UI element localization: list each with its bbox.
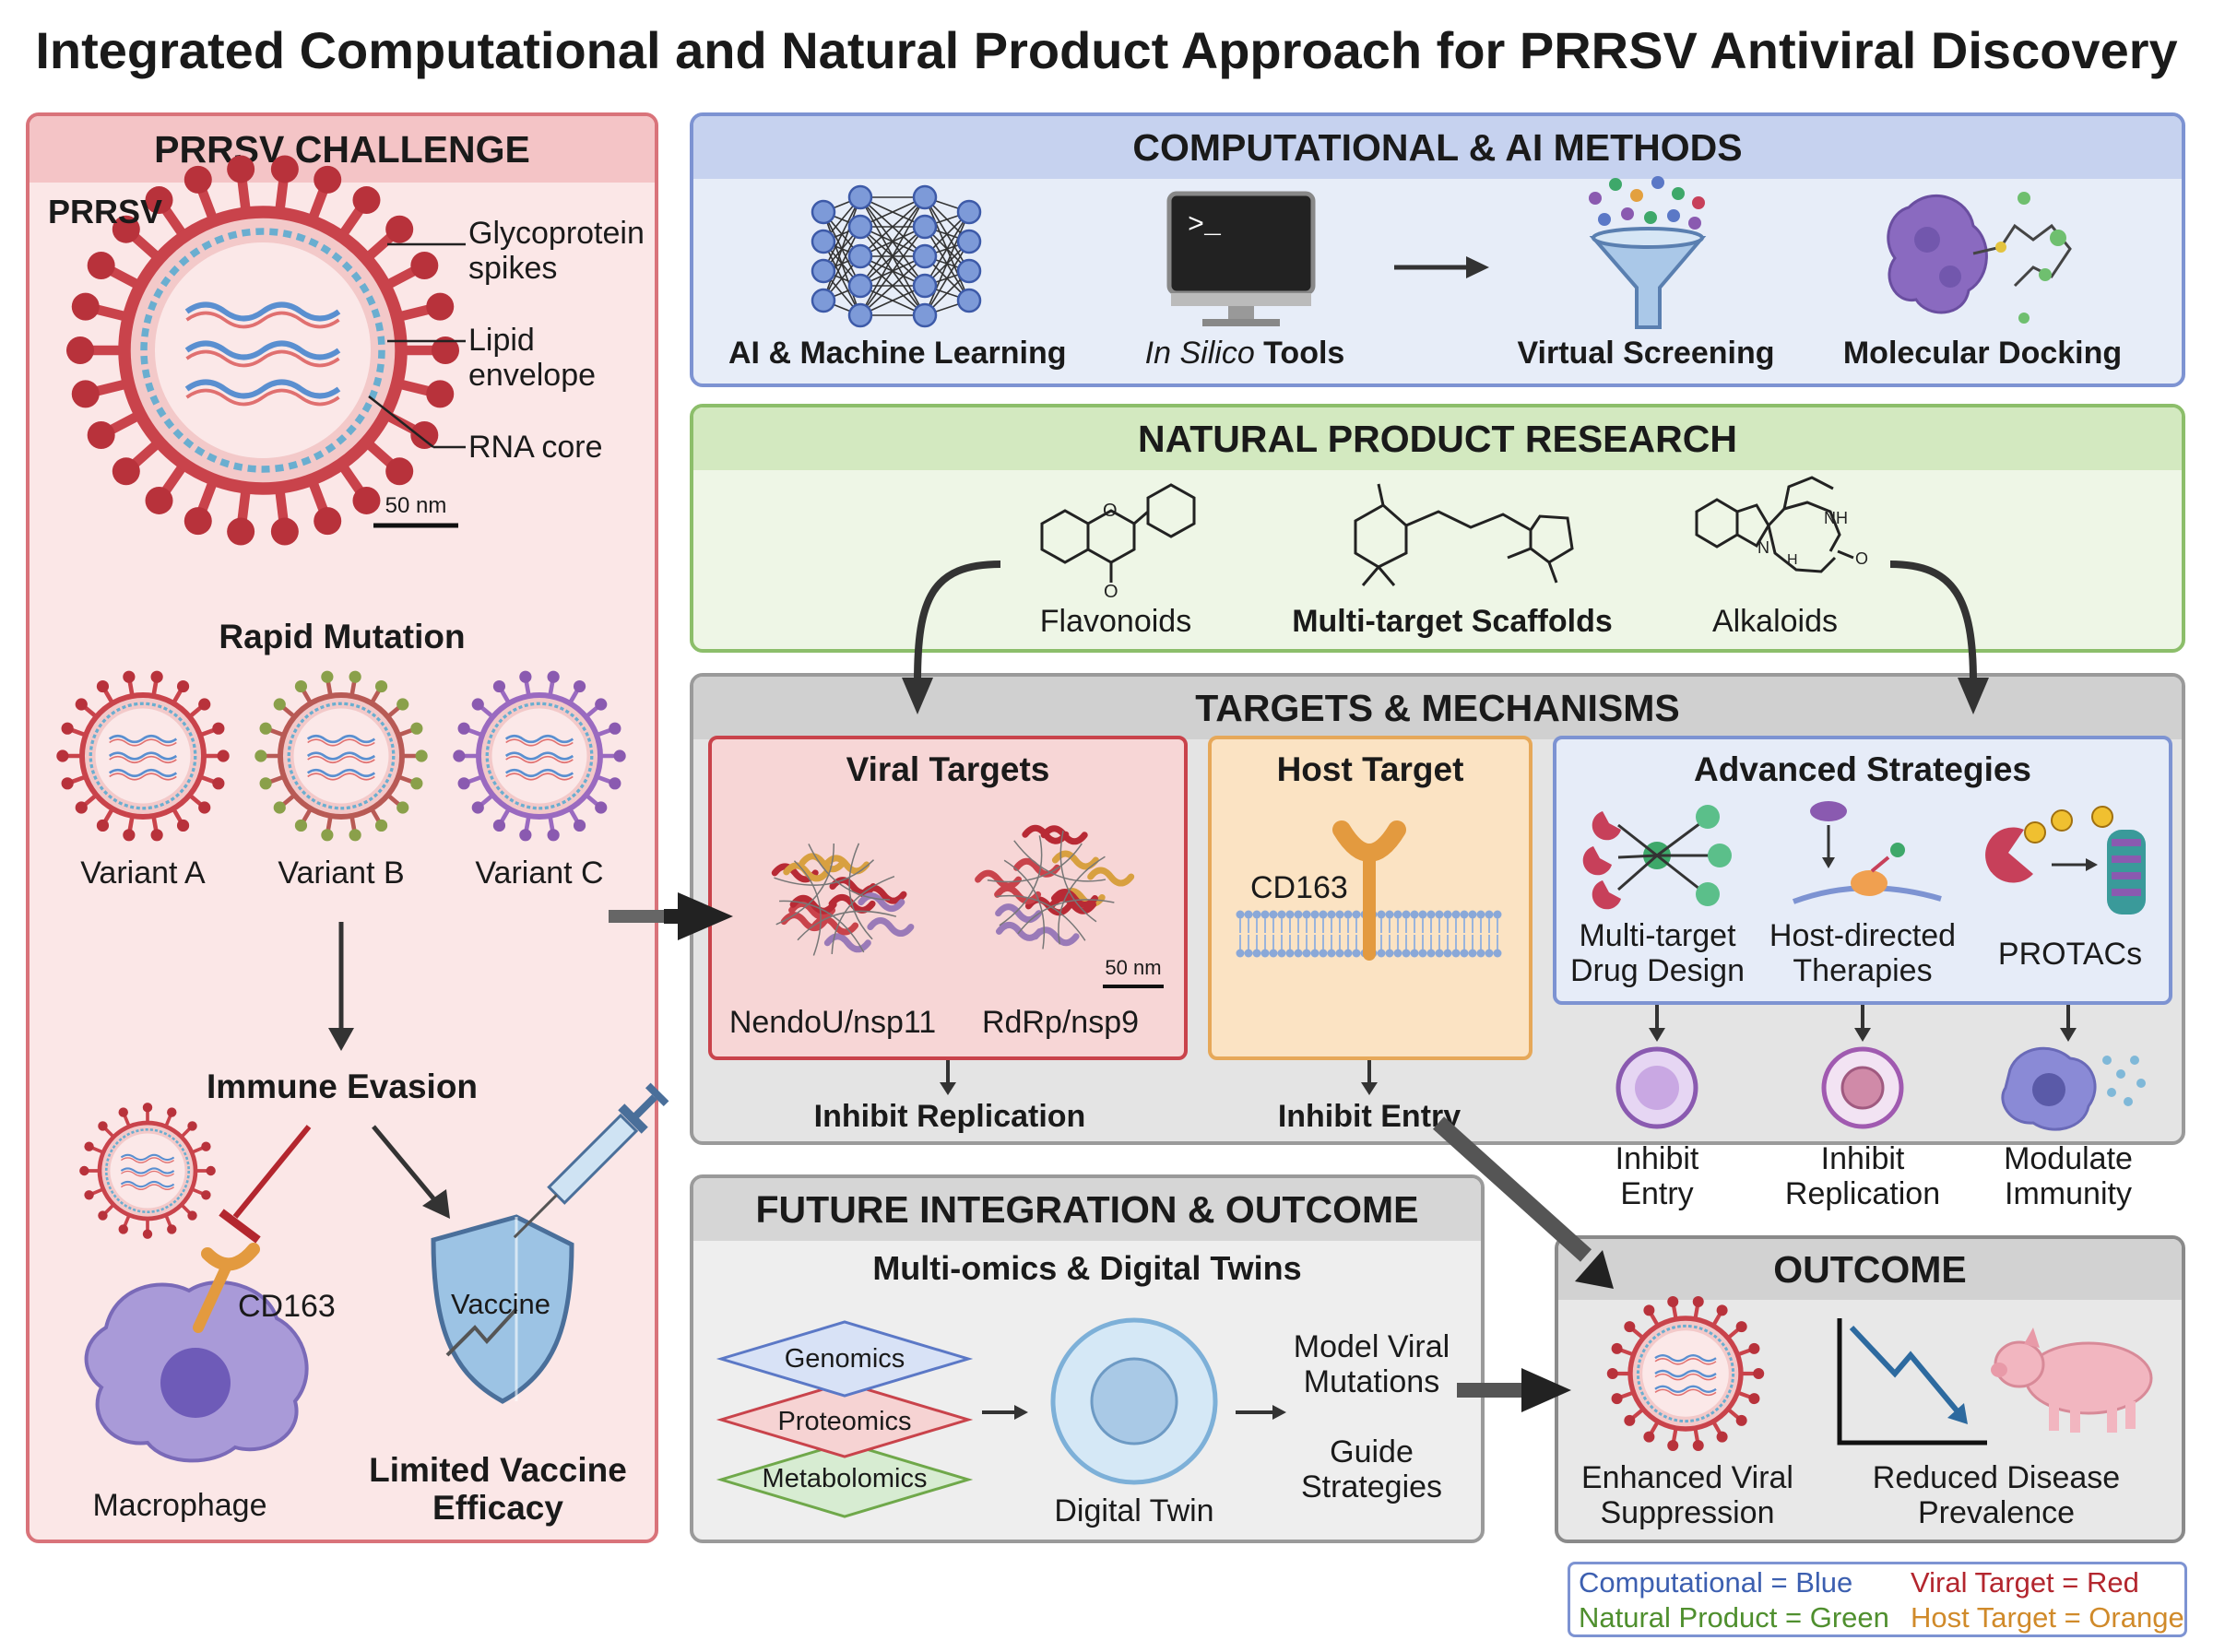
ai-ml-label: AI & Machine Learning: [728, 336, 1067, 371]
cd163-label: CD163: [238, 1289, 336, 1324]
spikes-label: Glycoprotein spikes: [468, 216, 645, 287]
tools-text: Tools: [1254, 336, 1345, 371]
targets-header: TARGETS & MECHANISMS: [693, 677, 2182, 739]
cd163-receptor-label: CD163: [1250, 870, 1348, 905]
in-silico-italic: In Silico: [1144, 336, 1255, 371]
legend-host: Host Target = Orange: [1911, 1601, 2184, 1634]
rapid-mutation-title: Rapid Mutation: [219, 618, 466, 655]
envelope-label: Lipid envelope: [468, 323, 597, 394]
variant-b-label: Variant B: [278, 856, 405, 891]
host-target-title: Host Target: [1276, 750, 1464, 788]
reduced-disease-prevalence-label: Reduced Disease Prevalence: [1872, 1460, 2121, 1531]
rdrp-label: RdRp/nsp9: [981, 1005, 1140, 1040]
nendou-label: NendoU/nsp11: [728, 1005, 937, 1040]
macrophage-label: Macrophage: [92, 1488, 267, 1523]
prrsv-label: PRRSV: [48, 193, 163, 230]
in-silico-tools-label: In Silico Tools: [1106, 336, 1383, 371]
protacs-label: PROTACs: [1997, 937, 2143, 972]
metabolomics-label: Metabolomics: [762, 1464, 928, 1493]
enhanced-viral-suppression-label: Enhanced Viral Suppression: [1581, 1460, 1793, 1531]
advanced-strategies-title: Advanced Strategies: [1693, 750, 2032, 788]
inhibit-entry-label: Inhibit Entry: [1277, 1099, 1462, 1134]
inhibit-replication-label: Inhibit Replication: [813, 1099, 1086, 1134]
variant-a-label: Variant A: [80, 856, 206, 891]
modulate-immunity-label: Modulate Immunity: [2004, 1141, 2133, 1212]
challenge-header: PRRSV CHALLENGE: [30, 116, 655, 183]
rna-core-label: RNA core: [468, 430, 603, 465]
guide-strategies-label: Guide Strategies: [1300, 1434, 1443, 1505]
outcome-header: OUTCOME: [1558, 1239, 2182, 1300]
legend-box: [1568, 1562, 2187, 1637]
viral-targets-title: Viral Targets: [846, 750, 1050, 788]
computational-header: COMPUTATIONAL & AI METHODS: [693, 116, 2182, 179]
genomics-label: Genomics: [784, 1344, 905, 1374]
multi-omics-subtitle: Multi-omics & Digital Twins: [872, 1249, 1302, 1287]
viral-scale-label: 50 nm: [1105, 956, 1162, 979]
adv-inhibit-replication-label: Inhibit Replication: [1784, 1141, 1941, 1212]
adv-inhibit-entry-label: Inhibit Entry: [1615, 1141, 1699, 1212]
variant-c-label: Variant C: [475, 856, 604, 891]
proteomics-label: Proteomics: [777, 1407, 912, 1436]
limited-vaccine-efficacy-label: Limited Vaccine Efficacy: [369, 1451, 627, 1528]
legend-viral: Viral Target = Red: [1911, 1566, 2139, 1599]
digital-twin-label: Digital Twin: [1054, 1493, 1214, 1528]
legend-computational: Computational = Blue: [1579, 1566, 1853, 1599]
multi-target-drug-design-label: Multi-target Drug Design: [1570, 918, 1745, 989]
page-title: Integrated Computational and Natural Pro…: [35, 21, 2178, 79]
natural-product-header: NATURAL PRODUCT RESEARCH: [693, 407, 2182, 470]
model-viral-mutations-label: Model Viral Mutations: [1293, 1329, 1450, 1400]
multi-target-scaffolds-label: Multi-target Scaffolds: [1292, 604, 1613, 639]
vaccine-label: Vaccine: [451, 1288, 550, 1320]
scale-bar-label: 50 nm: [385, 493, 447, 518]
immune-evasion-title: Immune Evasion: [206, 1068, 479, 1105]
molecular-docking-label: Molecular Docking: [1842, 336, 2123, 371]
legend-natural: Natural Product = Green: [1579, 1601, 1889, 1634]
host-directed-therapies-label: Host-directed Therapies: [1769, 918, 1957, 989]
flavonoids-label: Flavonoids: [1039, 604, 1192, 639]
future-header: FUTURE INTEGRATION & OUTCOME: [693, 1178, 1481, 1241]
virtual-screening-label: Virtual Screening: [1517, 336, 1775, 371]
alkaloids-label: Alkaloids: [1711, 604, 1839, 639]
